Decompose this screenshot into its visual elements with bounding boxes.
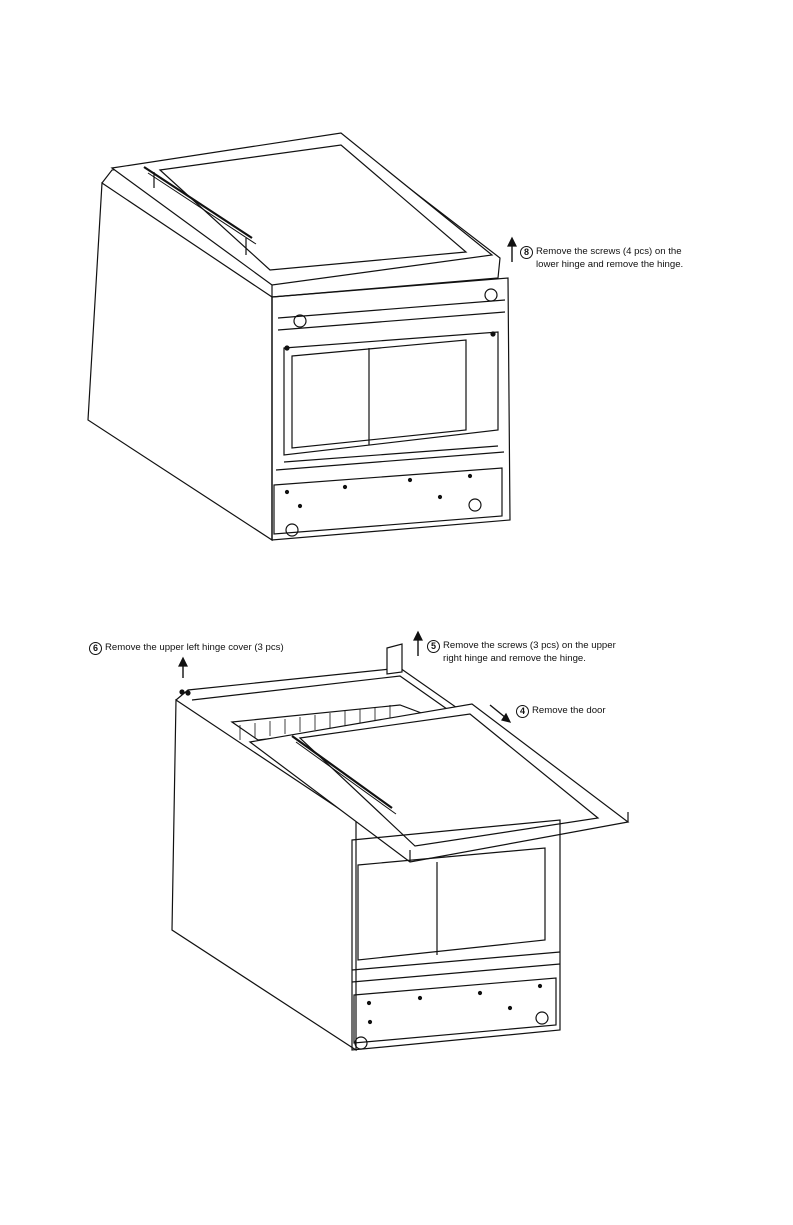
step-6-line1: Remove the upper left hinge cover (3 pcs… (105, 642, 284, 653)
step-6-number: 6 (89, 642, 102, 655)
step-5-line2: right hinge and remove the hinge. (427, 653, 616, 665)
step-8-line2: lower hinge and remove the hinge. (520, 259, 683, 271)
step-5-line1: Remove the screws (3 pcs) on the upper (443, 640, 616, 651)
step-8-line1: Remove the screws (4 pcs) on the (536, 246, 682, 257)
step-5-number: 5 (427, 640, 440, 653)
step-4-number: 4 (516, 705, 529, 718)
step-4-line1: Remove the door (532, 705, 606, 716)
step-8-number: 8 (520, 246, 533, 259)
